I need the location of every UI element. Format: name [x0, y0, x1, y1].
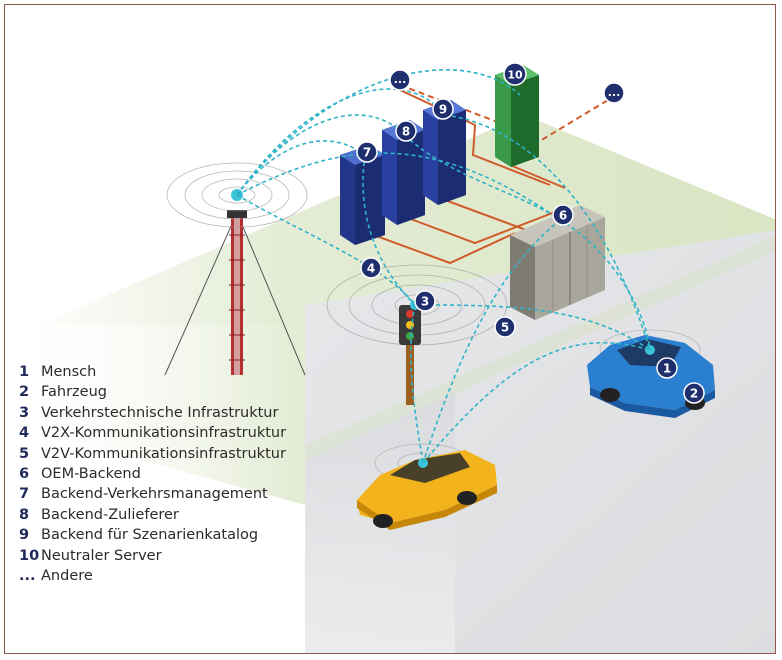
legend-item: ...Andere — [19, 567, 93, 584]
marker-1: 1 — [656, 357, 678, 379]
marker-6: 6 — [552, 204, 574, 226]
svg-text:9: 9 — [439, 103, 447, 117]
marker-10: 10 — [503, 62, 527, 86]
svg-text:6: 6 — [559, 209, 567, 223]
svg-text:3: 3 — [421, 295, 429, 309]
oem-backend-cabinet — [510, 205, 605, 320]
yellow-car — [357, 443, 497, 530]
wireless-links — [236, 69, 651, 464]
marker-8: 8 — [395, 120, 417, 142]
svg-text:...: ... — [608, 86, 621, 99]
svg-text:10: 10 — [507, 69, 523, 82]
marker-5: 5 — [494, 316, 516, 338]
marker-4: 4 — [360, 257, 382, 279]
server-10 — [495, 65, 539, 167]
marker-other-left: ... — [389, 69, 411, 91]
marker-2: 2 — [683, 382, 705, 404]
blue-car — [587, 329, 715, 418]
svg-text:1: 1 — [663, 362, 671, 376]
svg-text:7: 7 — [363, 146, 371, 160]
svg-text:8: 8 — [402, 125, 410, 139]
svg-text:4: 4 — [367, 262, 375, 276]
marker-other-right: ... — [603, 82, 625, 104]
svg-text:...: ... — [394, 73, 407, 86]
scene-illustration: 1 2 3 4 5 6 7 8 9 10 ... ... — [5, 62, 775, 653]
marker-7: 7 — [356, 141, 378, 163]
svg-text:2: 2 — [690, 387, 698, 401]
svg-text:5: 5 — [501, 321, 509, 335]
marker-9: 9 — [432, 98, 454, 120]
diagram-frame: 1 2 3 4 5 6 7 8 9 10 ... ... — [4, 4, 776, 654]
marker-3: 3 — [414, 290, 436, 312]
